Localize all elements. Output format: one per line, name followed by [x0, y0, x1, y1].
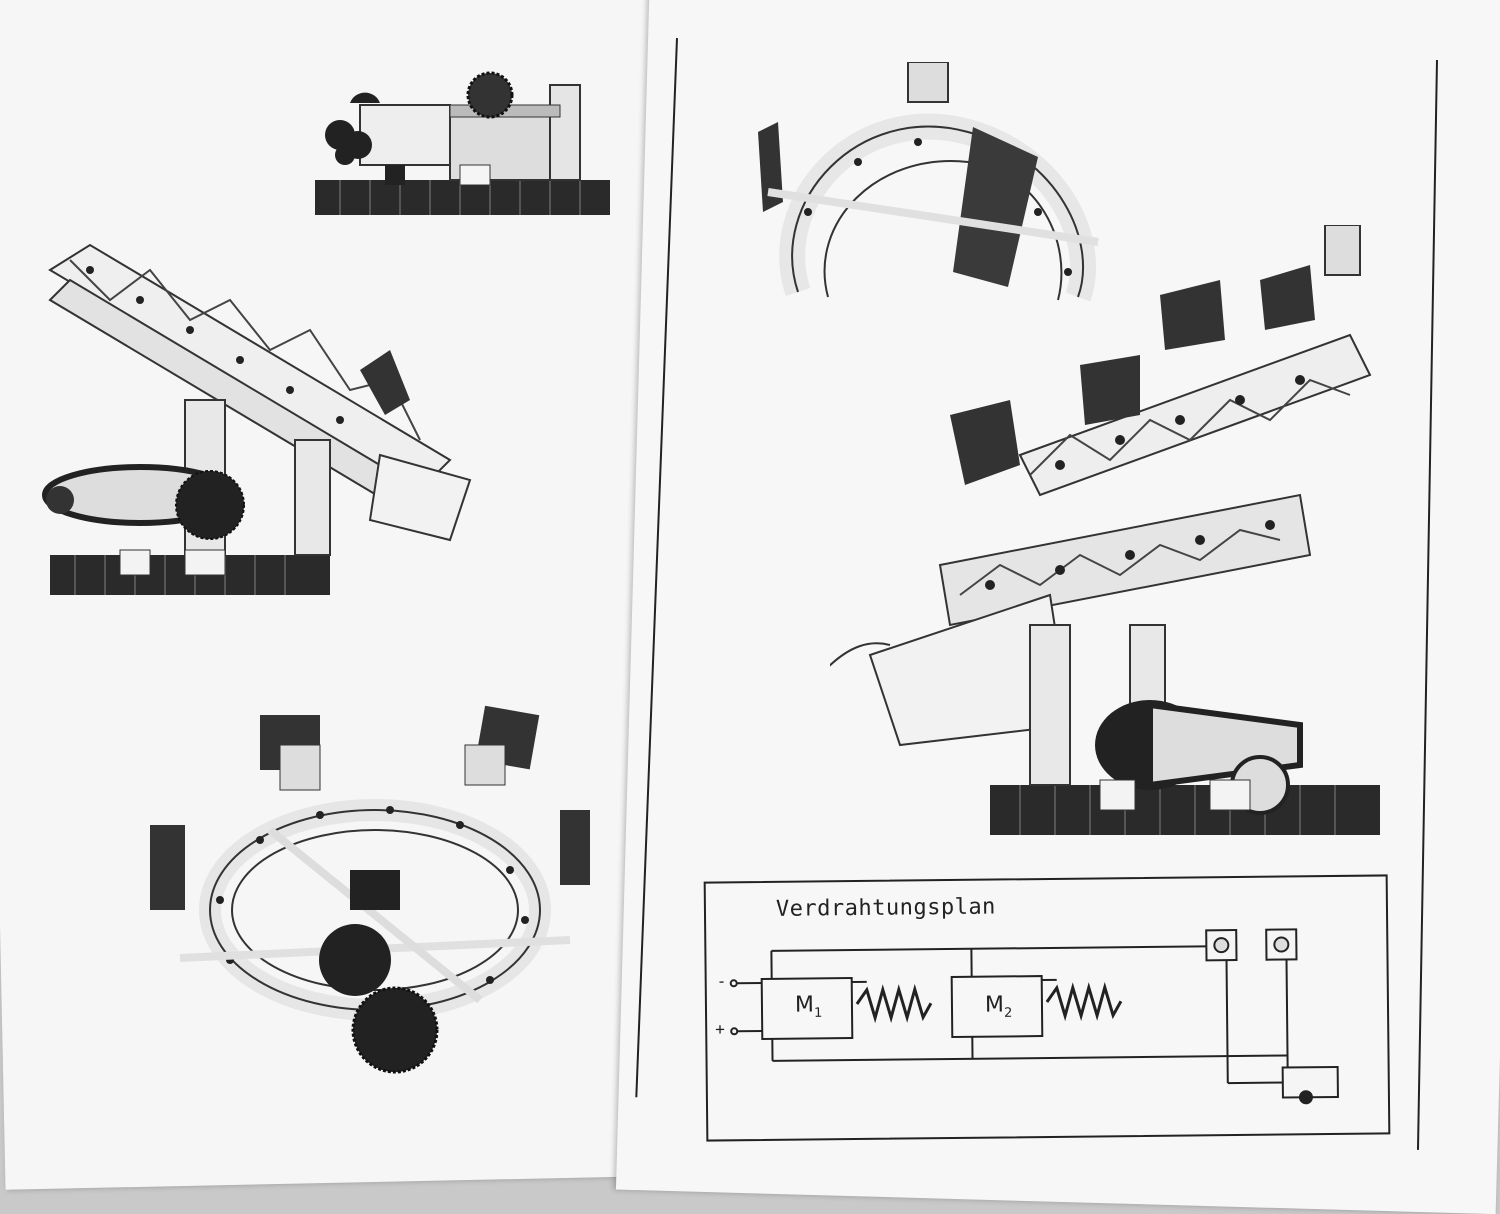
model-photo-small-saw: [300, 65, 620, 225]
terminal-minus: -: [717, 971, 727, 990]
motor2-label: M2: [985, 992, 1013, 1021]
terminal-plus: +: [715, 1019, 725, 1038]
model-photo-tilted-truss: [30, 230, 490, 610]
wiring-diagram-box: Verdrahtungsplan: [704, 874, 1391, 1141]
model-photo-rotating-ring: [150, 700, 600, 1080]
model-photo-large-crane: [830, 225, 1390, 845]
motor1-label: M1: [795, 992, 823, 1021]
